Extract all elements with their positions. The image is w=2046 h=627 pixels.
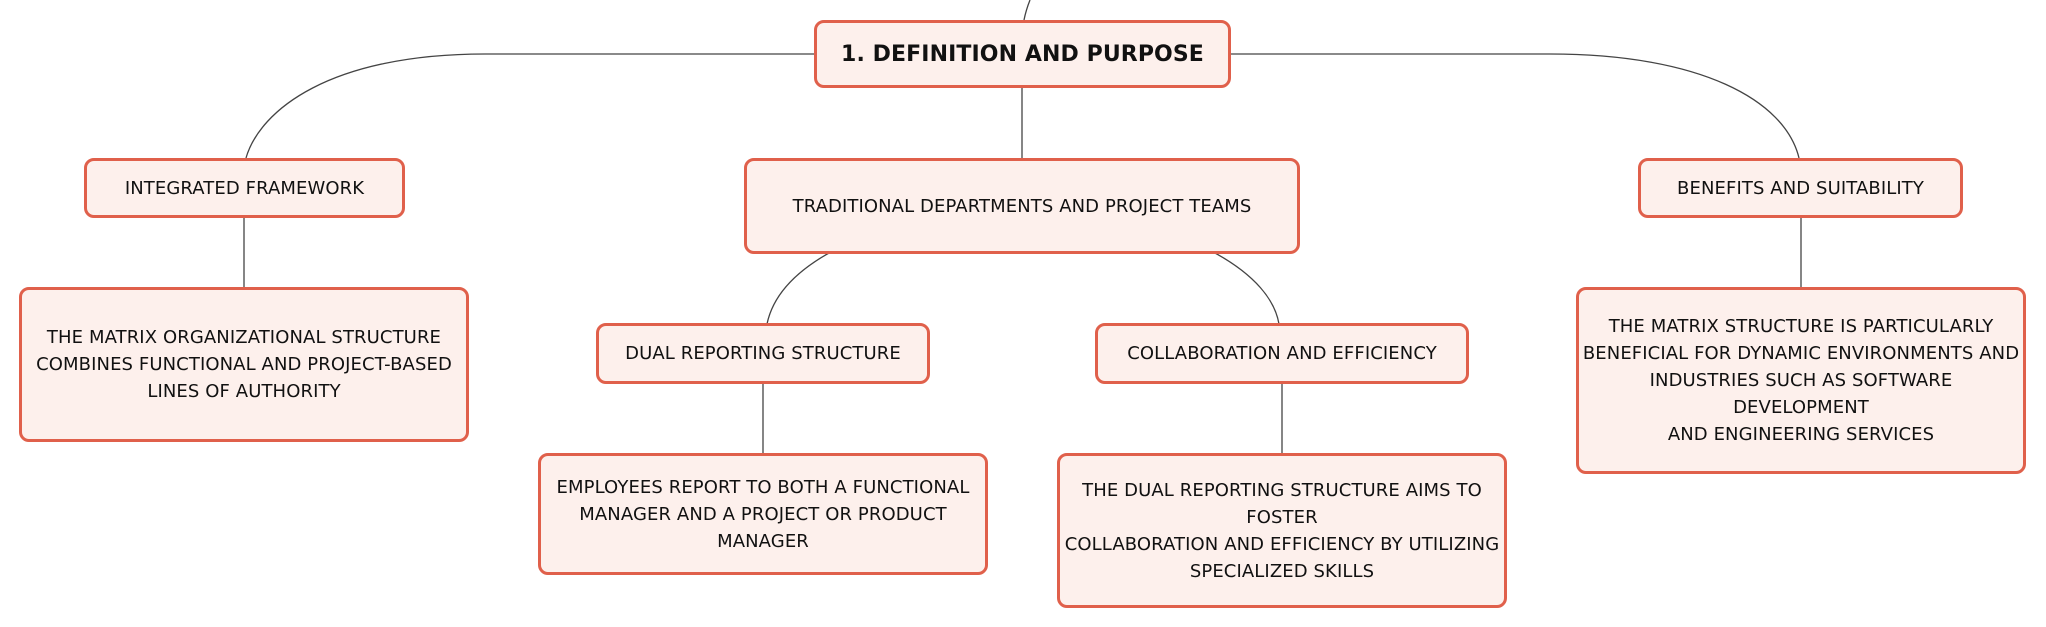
- topic-benefits-and-suitability[interactable]: BENEFITS AND SUITABILITY: [1638, 158, 1963, 218]
- detail-dual-reporting-structure[interactable]: EMPLOYEES REPORT TO BOTH A FUNCTIONAL MA…: [538, 453, 988, 575]
- detail-text: THE DUAL REPORTING STRUCTURE AIMS TO FOS…: [1064, 479, 1500, 582]
- root-topic-definition-and-purpose[interactable]: 1. DEFINITION AND PURPOSE: [814, 20, 1231, 88]
- connector-traditional-to-dual-reporting: [766, 252, 830, 325]
- connector-root-to-integrated-framework: [245, 53, 815, 159]
- connector-root-to-benefits: [1230, 53, 1800, 159]
- topic-traditional-departments-and-project-teams[interactable]: TRADITIONAL DEPARTMENTS AND PROJECT TEAM…: [744, 158, 1300, 254]
- topic-label: BENEFITS AND SUITABILITY: [1677, 177, 1924, 199]
- topic-collaboration-and-efficiency[interactable]: COLLABORATION AND EFFICIENCY: [1095, 323, 1469, 384]
- topic-integrated-framework[interactable]: INTEGRATED FRAMEWORK: [84, 158, 405, 218]
- detail-text: THE MATRIX STRUCTURE IS PARTICULARLY BEN…: [1582, 316, 2020, 445]
- detail-text: EMPLOYEES REPORT TO BOTH A FUNCTIONAL MA…: [556, 476, 970, 552]
- topic-label: COLLABORATION AND EFFICIENCY: [1127, 343, 1437, 364]
- detail-collaboration-and-efficiency[interactable]: THE DUAL REPORTING STRUCTURE AIMS TO FOS…: [1057, 453, 1507, 608]
- topic-label: TRADITIONAL DEPARTMENTS AND PROJECT TEAM…: [792, 195, 1252, 217]
- connector-parent-to-root: [1023, 0, 1031, 21]
- connector-traditional-to-collaboration: [1214, 252, 1280, 325]
- detail-benefits-and-suitability[interactable]: THE MATRIX STRUCTURE IS PARTICULARLY BEN…: [1576, 287, 2026, 474]
- detail-integrated-framework[interactable]: THE MATRIX ORGANIZATIONAL STRUCTURE COMB…: [19, 287, 469, 442]
- topic-label: DUAL REPORTING STRUCTURE: [625, 343, 901, 364]
- topic-label: INTEGRATED FRAMEWORK: [124, 177, 365, 199]
- detail-text: THE MATRIX ORGANIZATIONAL STRUCTURE COMB…: [36, 327, 452, 402]
- root-topic-label: 1. DEFINITION AND PURPOSE: [841, 41, 1204, 67]
- topic-dual-reporting-structure[interactable]: DUAL REPORTING STRUCTURE: [596, 323, 930, 384]
